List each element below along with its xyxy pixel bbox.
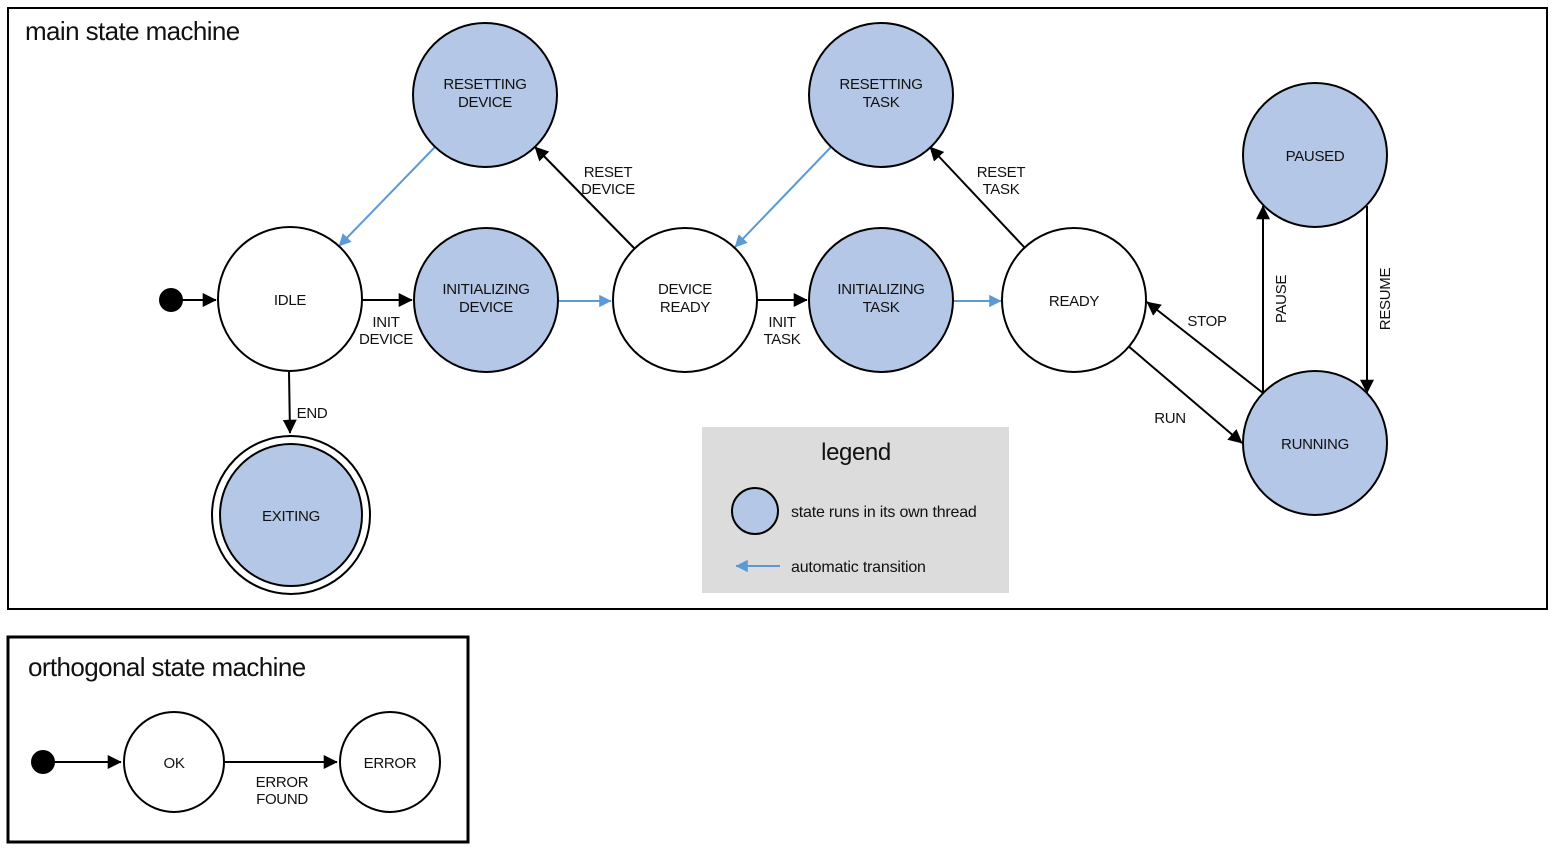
- transition-label-reset-task-line2: TASK: [983, 181, 1020, 198]
- orthogonal-panel-title: orthogonal state machine: [28, 652, 306, 682]
- transition-label-error-found: ERROR: [256, 774, 309, 791]
- state-initializing-task-label: INITIALIZING: [837, 281, 924, 298]
- state-ok-label: OK: [163, 755, 184, 772]
- transition-label-stop: STOP: [1187, 313, 1227, 330]
- state-running-circle: [1242, 370, 1388, 516]
- state-ok: OK: [123, 711, 225, 813]
- state-resetting-task: RESETTING TASK: [808, 22, 954, 168]
- legend-automatic-transition-label: automatic transition: [791, 559, 926, 576]
- transition-label-reset-device: RESET: [584, 164, 633, 181]
- state-resetting-device: RESETTING DEVICE: [412, 22, 558, 168]
- state-device-ready-label: DEVICE: [658, 281, 712, 298]
- legend-threaded-state-icon: [731, 487, 779, 535]
- state-idle: IDLE: [217, 226, 363, 372]
- legend: legend state runs in its own thread auto…: [702, 427, 1009, 593]
- transition-arrow-reset-task: [929, 146, 1026, 249]
- state-running: RUNNING: [1242, 370, 1388, 516]
- transition-label-error-found-line2: FOUND: [256, 791, 308, 808]
- state-paused-label: PAUSED: [1286, 148, 1345, 165]
- state-paused: PAUSED: [1242, 82, 1388, 228]
- legend-title: legend: [821, 439, 891, 466]
- transition-label-run: RUN: [1154, 410, 1186, 427]
- state-paused-circle: [1242, 82, 1388, 228]
- state-initializing-task-label-line2: TASK: [863, 299, 900, 316]
- state-ready-circle: [1001, 227, 1147, 373]
- transition-arrow-stop: [1146, 301, 1264, 394]
- transition-arrow-reset-device: [534, 146, 635, 249]
- state-initializing-device-label-line2: DEVICE: [459, 299, 513, 316]
- state-device-ready: DEVICE READY: [612, 227, 758, 373]
- state-ready: READY: [1001, 227, 1147, 373]
- transition-label-reset-task: RESET: [977, 164, 1026, 181]
- state-resetting-device-label-line2: DEVICE: [458, 94, 512, 111]
- state-device-ready-circle: [612, 227, 758, 373]
- transition-label-resume: RESUME: [1377, 268, 1394, 331]
- transition-label-pause: PAUSE: [1273, 275, 1290, 324]
- transition-arrow-end: [282, 371, 297, 434]
- transition-label-init-device: INIT: [372, 314, 399, 331]
- state-resetting-device-label: RESETTING: [443, 76, 526, 93]
- state-exiting-label: EXITING: [262, 508, 320, 525]
- orthogonal-state-machine-panel: orthogonal state machine ERROR FOUND OK …: [6, 635, 470, 844]
- state-error-circle: [339, 711, 441, 813]
- auto-transition-arrow-resetting-task-to-device-ready: [734, 146, 832, 248]
- legend-threaded-state-label: state runs in its own thread: [791, 504, 977, 521]
- state-initializing-device-label: INITIALIZING: [442, 281, 529, 298]
- transition-label-reset-device-line2: DEVICE: [581, 181, 635, 198]
- transition-label-end: END: [297, 405, 328, 422]
- state-device-ready-label-line2: READY: [660, 299, 710, 316]
- state-ok-circle: [123, 711, 225, 813]
- auto-transition-arrow-resetting-device-to-idle: [338, 146, 436, 247]
- transition-label-init-task: INIT: [768, 314, 795, 331]
- transition-arrow-run: [1126, 344, 1243, 444]
- state-error: ERROR: [339, 711, 441, 813]
- state-initializing-task: INITIALIZING TASK: [808, 227, 954, 373]
- state-initializing-device-circle: [413, 227, 559, 373]
- state-idle-label: IDLE: [274, 292, 306, 309]
- state-resetting-device-circle: [412, 22, 558, 168]
- transition-label-init-device-line2: DEVICE: [359, 331, 413, 348]
- state-initializing-device: INITIALIZING DEVICE: [413, 227, 559, 373]
- state-exiting-circle: [219, 443, 363, 587]
- main-panel-title: main state machine: [25, 16, 240, 46]
- state-resetting-task-circle: [808, 22, 954, 168]
- transition-label-init-task-line2: TASK: [764, 331, 801, 348]
- orthogonal-initial-state-dot: [31, 750, 55, 774]
- state-ready-label: READY: [1049, 293, 1099, 310]
- initial-state-dot: [159, 288, 183, 312]
- state-exiting-final: EXITING: [211, 435, 371, 595]
- state-resetting-task-label-line2: TASK: [863, 94, 900, 111]
- state-initializing-task-circle: [808, 227, 954, 373]
- state-resetting-task-label: RESETTING: [839, 76, 922, 93]
- state-error-label: ERROR: [364, 755, 417, 772]
- state-running-label: RUNNING: [1281, 436, 1349, 453]
- state-idle-circle: [217, 226, 363, 372]
